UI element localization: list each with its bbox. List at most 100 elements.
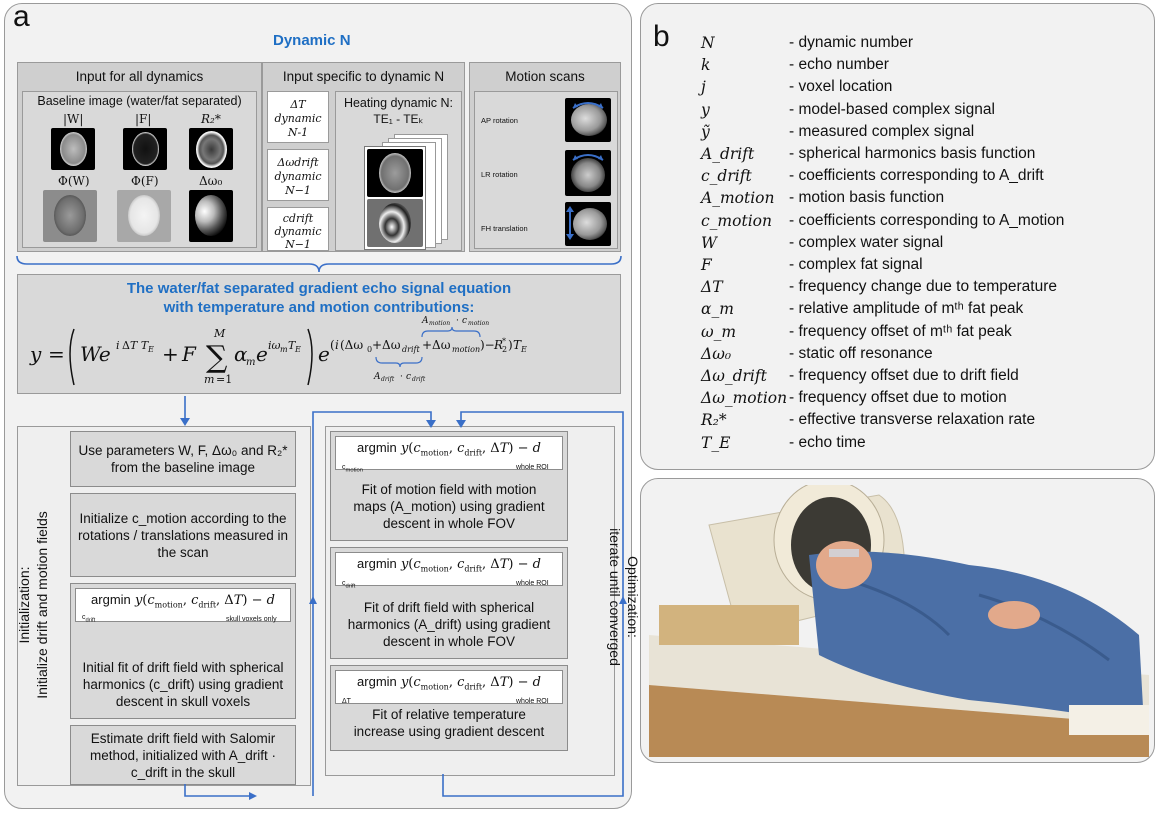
motion-scans-header: Motion scans: [505, 69, 585, 84]
panel-a-letter: a: [13, 0, 30, 33]
init-step-salomir-text: Estimate drift field with Salomir method…: [89, 730, 277, 780]
dynamic-title: Dynamic N: [273, 32, 351, 49]
input-specific-box: Input specific to dynamic N ΔT dynamic N…: [262, 62, 465, 252]
svg-text:drift: drift: [412, 376, 426, 383]
legend-description: - complex fat signal: [789, 256, 923, 273]
legend-symbol: A_motion: [701, 189, 775, 208]
init-step-drift-fit: argmin y(cmotion, cdrift, ΔT) − d cdrift…: [70, 583, 296, 719]
init-drift-formula: argmin y(cmotion, cdrift, ΔT) − d cdrift…: [75, 588, 291, 623]
legend-symbol: Δω_motion: [701, 389, 788, 408]
img-label-f: |F|: [135, 112, 152, 126]
svg-text:∑: ∑: [206, 340, 228, 375]
legend-symbol: α_m: [701, 300, 734, 319]
svg-text:E: E: [147, 345, 154, 354]
legend-symbol: ΔT: [701, 278, 723, 297]
svg-text:+: +: [162, 342, 179, 366]
img-label-w: |W|: [63, 112, 84, 126]
svg-text:y: y: [29, 342, 42, 366]
svg-text:0: 0: [367, 345, 372, 354]
panel-b-letter: b: [653, 20, 670, 53]
svg-text:R: R: [493, 338, 503, 352]
svg-text:(Δω: (Δω: [340, 338, 363, 352]
legend-description: - effective transverse relaxation rate: [789, 411, 1036, 429]
opt-motion-formula: argmin y(cmotion, cdrift, ΔT) − d cmotio…: [335, 436, 563, 473]
img-fat-mag: [123, 128, 167, 170]
img-water-phase: [43, 190, 97, 242]
person-head: [816, 541, 872, 589]
svg-text:motion: motion: [468, 320, 489, 327]
motion-label-ap: AP rotation: [481, 116, 518, 125]
panel-c: c: [640, 478, 1155, 763]
echo-stack-front: [364, 146, 426, 250]
svg-text:We: We: [80, 342, 111, 366]
legend-description: - echo number: [789, 56, 889, 74]
opt-step-drift: argmin y(cmotion, cdrift, ΔT) − d cdrift…: [330, 547, 568, 659]
motion-scans-inner: AP rotation LR rotation FH translation: [474, 91, 618, 249]
legend-symbol: W: [701, 233, 717, 252]
init-step-baseline-text: Use parameters W, F, Δω₀ and R₂* from th…: [78, 443, 288, 475]
init-step-motion: Initialize c_motion according to the rot…: [70, 493, 296, 577]
initialization-box: Initialization: Initialize drift and mot…: [16, 426, 311, 786]
prev-cdrift-box: cdrift dynamic N−1: [267, 207, 329, 251]
svg-text:(: (: [330, 338, 335, 352]
legend-symbol: j: [701, 78, 706, 97]
opt-drift-formula: argmin y(cmotion, cdrift, ΔT) − d cdrift…: [335, 552, 563, 589]
optimization-box: Optimization: iterate until converged ar…: [325, 426, 641, 776]
flow-arrows: [180, 396, 627, 800]
legend-symbol: k: [701, 56, 711, 75]
legend-description: - model-based complex signal: [789, 100, 995, 118]
svg-text:drift: drift: [402, 345, 420, 354]
svg-text:α: α: [234, 342, 248, 366]
legend-description: - spherical harmonics basis function: [789, 145, 1036, 162]
svg-text:)−: )−: [480, 338, 495, 352]
svg-text:m: m: [280, 345, 288, 354]
svg-text:·: ·: [456, 316, 459, 326]
legend-symbol: A_drift: [701, 145, 755, 163]
svg-text:i: i: [335, 338, 339, 352]
equation-title-1: The water/fat separated gradient echo si…: [126, 280, 512, 297]
init-step-motion-text: Initialize c_motion according to the rot…: [77, 510, 289, 560]
legend-symbol: y: [701, 100, 710, 119]
legend-description: - coefficients corresponding to A_motion: [789, 211, 1065, 229]
legend-symbol: Δω_drift: [701, 367, 767, 385]
legend-description: - coefficients corresponding to A_drift: [789, 167, 1044, 185]
heating-sub: TE₁ - TEₖ: [373, 112, 424, 126]
scanner-photo: [649, 485, 1149, 757]
img-label-phase-w: Φ(W): [58, 174, 90, 188]
img-static-offres: [189, 190, 233, 242]
person-body: [809, 551, 1144, 725]
motion-scans-box: Motion scans AP rotation LR rotation FH …: [469, 62, 621, 252]
equation-title-2: with temperature and motion contribution…: [163, 299, 475, 316]
motion-img-fh: [565, 202, 611, 246]
legend-symbol: ỹ: [701, 122, 710, 141]
legend-symbol: T_E: [701, 433, 731, 452]
opt-step-motion: argmin y(cmotion, cdrift, ΔT) − d cmotio…: [330, 431, 568, 541]
legend-description: - echo time: [789, 433, 866, 451]
prev-deltaT-label: ΔT dynamic N-1: [274, 98, 322, 139]
prev-deltaT-box: ΔT dynamic N-1: [267, 91, 329, 143]
echo-phase: [367, 199, 423, 247]
legend-description: - frequency offset due to motion: [789, 389, 1007, 407]
legend-description: - measured complex signal: [789, 122, 975, 140]
svg-text:e: e: [256, 342, 268, 366]
svg-text:T T: T T: [130, 339, 150, 352]
legend-description: - dynamic number: [789, 34, 914, 51]
svg-text:iω: iω: [268, 339, 281, 352]
opt-step-motion-text: Fit of motion field with motion maps (A_…: [353, 482, 545, 531]
motion-label-fh: FH translation: [481, 224, 528, 233]
echo-magnitude: [367, 149, 423, 197]
prev-dwdrift-label: Δωdrift dynamic N−1: [274, 156, 322, 197]
baseline-box: Baseline image (water/fat separated) |W|…: [22, 91, 257, 248]
legend-description: - frequency change due to temperature: [789, 278, 1057, 296]
svg-text:drift: drift: [381, 376, 395, 383]
svg-text:=: =: [48, 342, 65, 366]
opt-drift-scope: whole ROI: [516, 580, 549, 587]
svg-text:F: F: [181, 342, 197, 366]
svg-text:A: A: [421, 316, 429, 326]
svg-text:c: c: [406, 372, 411, 382]
svg-text:T: T: [288, 339, 297, 352]
img-fat-phase: [117, 190, 171, 242]
svg-text:2: 2: [502, 345, 507, 354]
svg-text:): ): [508, 338, 513, 352]
